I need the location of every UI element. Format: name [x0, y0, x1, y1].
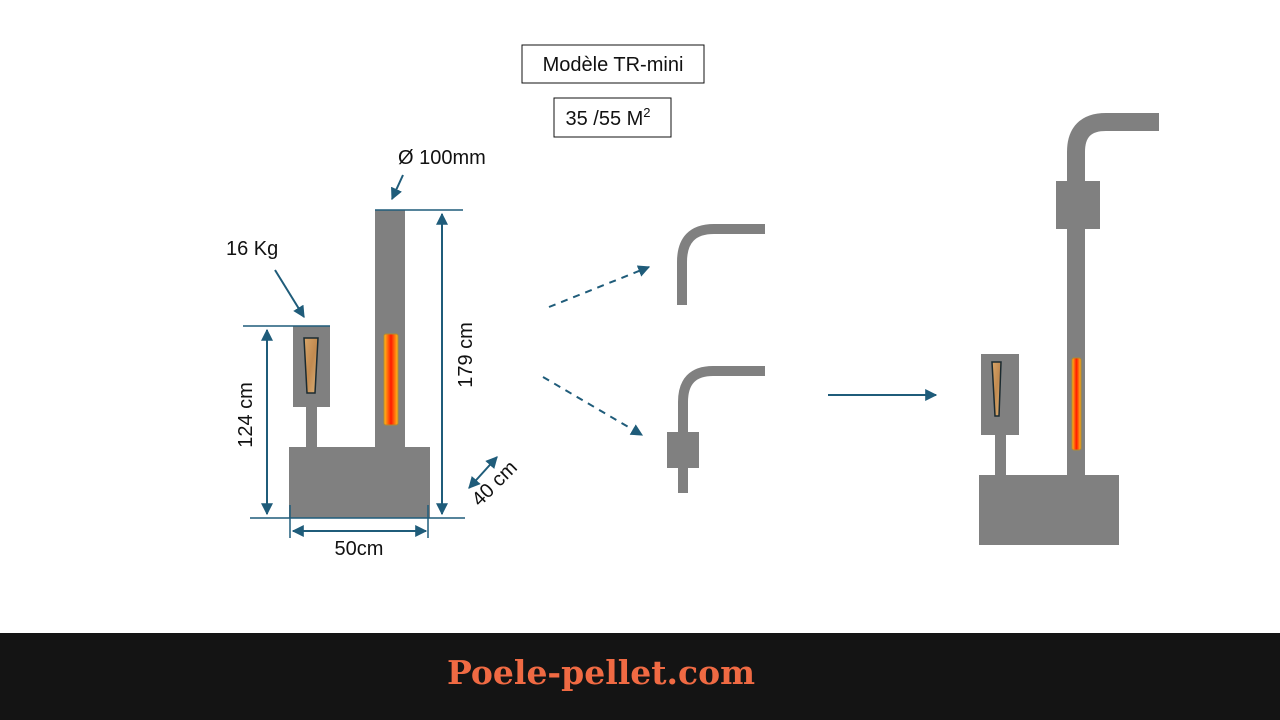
- option-arrows: [542, 265, 651, 436]
- depth-label: 40 cm: [468, 457, 522, 511]
- width-label: 50cm: [335, 538, 384, 560]
- footer-banner: Poele-pellet.com: [0, 633, 1280, 720]
- hopper-weight-label: 16 Kg: [226, 238, 278, 260]
- hopper-pointer-arrow: [274, 269, 305, 319]
- stove-base: [289, 447, 430, 518]
- model-title: Modèle TR-mini: [543, 54, 684, 76]
- depth-arrow: [468, 456, 498, 489]
- flame-window: [383, 333, 399, 426]
- brand-name: Poele-pellet.com: [446, 653, 756, 692]
- elbow-pipe-option: [677, 224, 765, 305]
- height-total-label: 179 cm: [455, 322, 477, 388]
- stove-front-view: [289, 210, 430, 518]
- diameter-label: Ø 100mm: [398, 147, 486, 169]
- model-title-box: Modèle TR-mini: [521, 44, 705, 84]
- elbow-pipe-with-box-option: [667, 366, 765, 493]
- height-hopper-label: 124 cm: [235, 382, 257, 448]
- hopper-connector: [306, 407, 317, 447]
- area-label: 35 /55 M2: [565, 105, 650, 130]
- dimension-lines: [243, 174, 498, 538]
- diameter-pointer-arrow: [391, 174, 404, 201]
- pellet-window: [303, 337, 319, 394]
- area-box: 35 /55 M2: [553, 97, 672, 138]
- stove-assembled-view: [979, 113, 1159, 545]
